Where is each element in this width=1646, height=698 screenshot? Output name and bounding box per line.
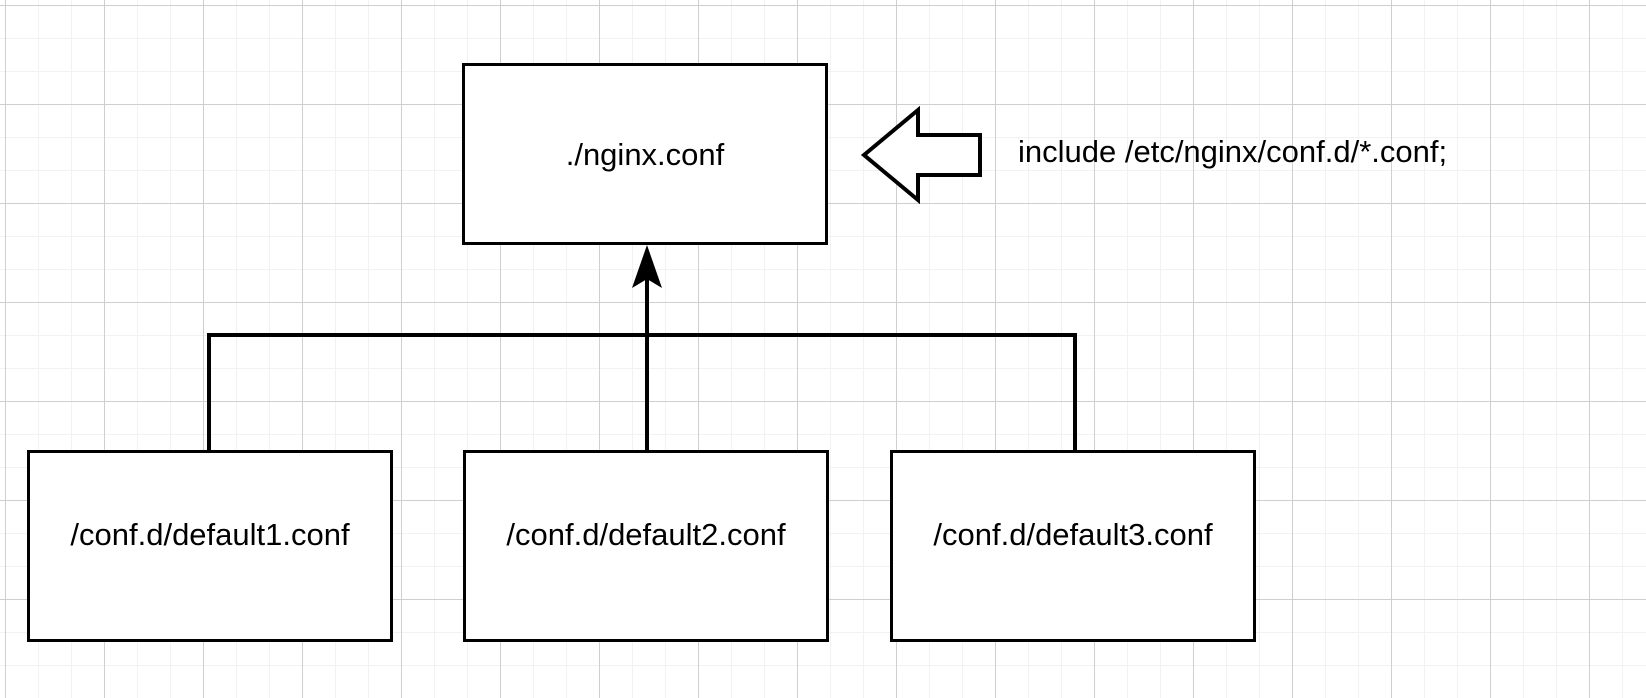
include-directive-annotation: include /etc/nginx/conf.d/*.conf; [1018, 134, 1448, 169]
node-conf-default3-label: /conf.d/default3.conf [933, 516, 1213, 552]
block-arrow-left-icon [860, 105, 982, 205]
node-conf-default3[interactable]: /conf.d/default3.conf [890, 450, 1256, 642]
arrowhead-up [632, 245, 662, 288]
node-nginx-conf[interactable]: ./nginx.conf [462, 63, 828, 245]
node-conf-default1[interactable]: /conf.d/default1.conf [27, 450, 393, 642]
node-nginx-conf-label: ./nginx.conf [565, 136, 725, 172]
node-conf-default1-label: /conf.d/default1.conf [70, 516, 350, 552]
node-conf-default2[interactable]: /conf.d/default2.conf [463, 450, 829, 642]
node-conf-default2-label: /conf.d/default2.conf [506, 516, 786, 552]
